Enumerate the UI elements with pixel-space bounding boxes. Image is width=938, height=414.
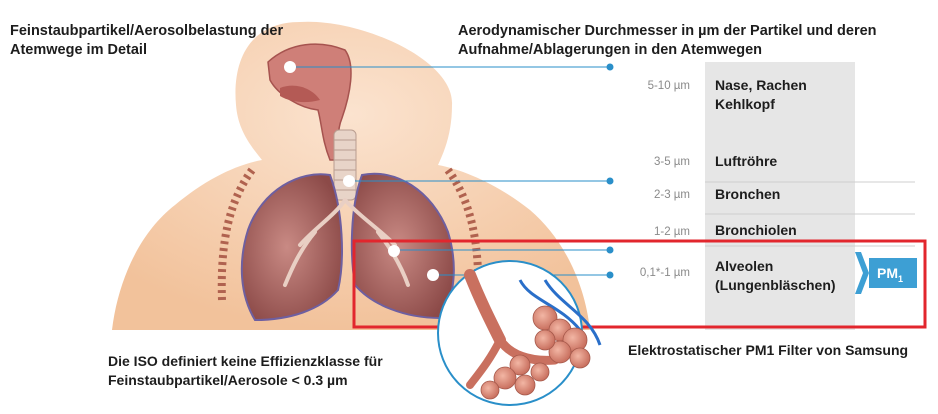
- size-nose: 5-10 µm: [600, 80, 690, 92]
- size-alveoli: 0,1*-1 µm: [600, 267, 690, 279]
- title-right: Aerodynamischer Durchmesser in µm der Pa…: [458, 22, 918, 60]
- filter-note: Elektrostatischer PM1 Filter von Samsung: [628, 341, 938, 360]
- zone-bronchioles: Bronchiolen: [715, 221, 797, 240]
- size-trachea: 3-5 µm: [600, 156, 690, 168]
- pm1-label: PM1: [877, 265, 903, 284]
- zone-alveoli: Alveolen (Lungenbläschen): [715, 257, 855, 295]
- zone-nose: Nase, Rachen Kehlkopf: [715, 76, 845, 114]
- title-left: Feinstaubpartikel/Aerosolbelastung der A…: [10, 22, 310, 60]
- zone-trachea: Luftröhre: [715, 152, 777, 171]
- size-bronchioles: 1-2 µm: [600, 226, 690, 238]
- iso-note: Die ISO definiert keine Effizienzklasse …: [108, 352, 448, 390]
- zone-bronchi: Bronchen: [715, 185, 780, 204]
- size-bronchi: 2-3 µm: [600, 189, 690, 201]
